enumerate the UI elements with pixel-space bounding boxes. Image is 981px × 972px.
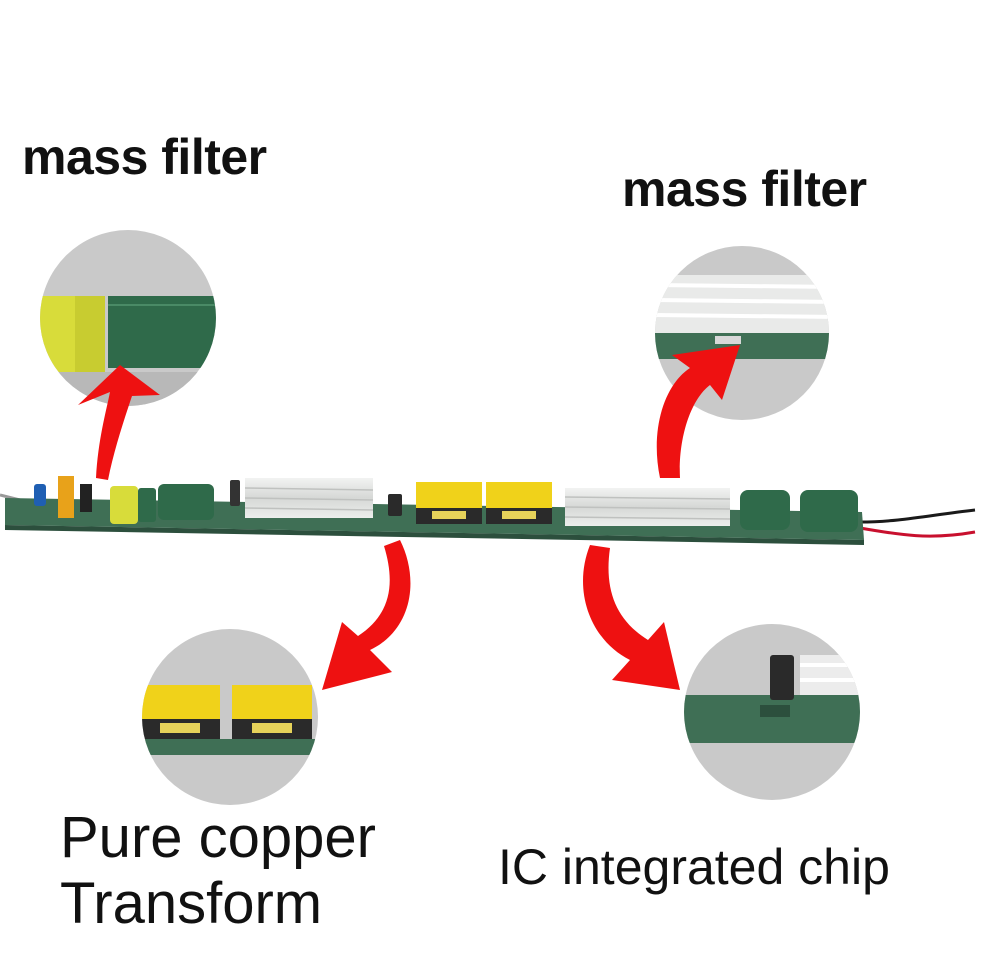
- label-mass-filter-right: mass filter: [622, 161, 867, 217]
- label-ic-integrated-chip: IC integrated chip: [498, 839, 890, 895]
- fuse: [58, 476, 74, 518]
- heatsink-left: [244, 478, 374, 518]
- filter-capacitor: [158, 484, 214, 520]
- output-inductor-2: [800, 490, 858, 532]
- arrow-to-mass-filter-left: [78, 365, 160, 480]
- yellow-inductor: [110, 486, 138, 524]
- heatsink-right: [564, 488, 731, 526]
- arrow-to-ic-chip: [583, 545, 680, 690]
- label-pure-copper-transform: Pure copper Transform: [60, 805, 376, 937]
- label-line-1: Pure copper: [60, 805, 376, 870]
- small-capacitor: [388, 494, 402, 516]
- arrow-to-mass-filter-right: [656, 345, 740, 478]
- transformer-2: [486, 482, 552, 524]
- transformer-1: [416, 482, 482, 524]
- magnifier-ic-chip: [684, 624, 860, 800]
- output-inductor-1: [740, 490, 790, 530]
- electrolytic-capacitor: [230, 480, 240, 506]
- label-line-2: Transform: [60, 871, 323, 936]
- black-component: [80, 484, 92, 512]
- blue-capacitor: [34, 484, 46, 506]
- small-inductor: [138, 488, 156, 522]
- label-mass-filter-left: mass filter: [22, 129, 267, 185]
- black-wire: [859, 508, 976, 524]
- red-wire: [859, 526, 976, 538]
- arrow-to-transformer: [322, 540, 411, 690]
- arrows: [78, 345, 740, 690]
- magnifier-transformer: [142, 629, 318, 805]
